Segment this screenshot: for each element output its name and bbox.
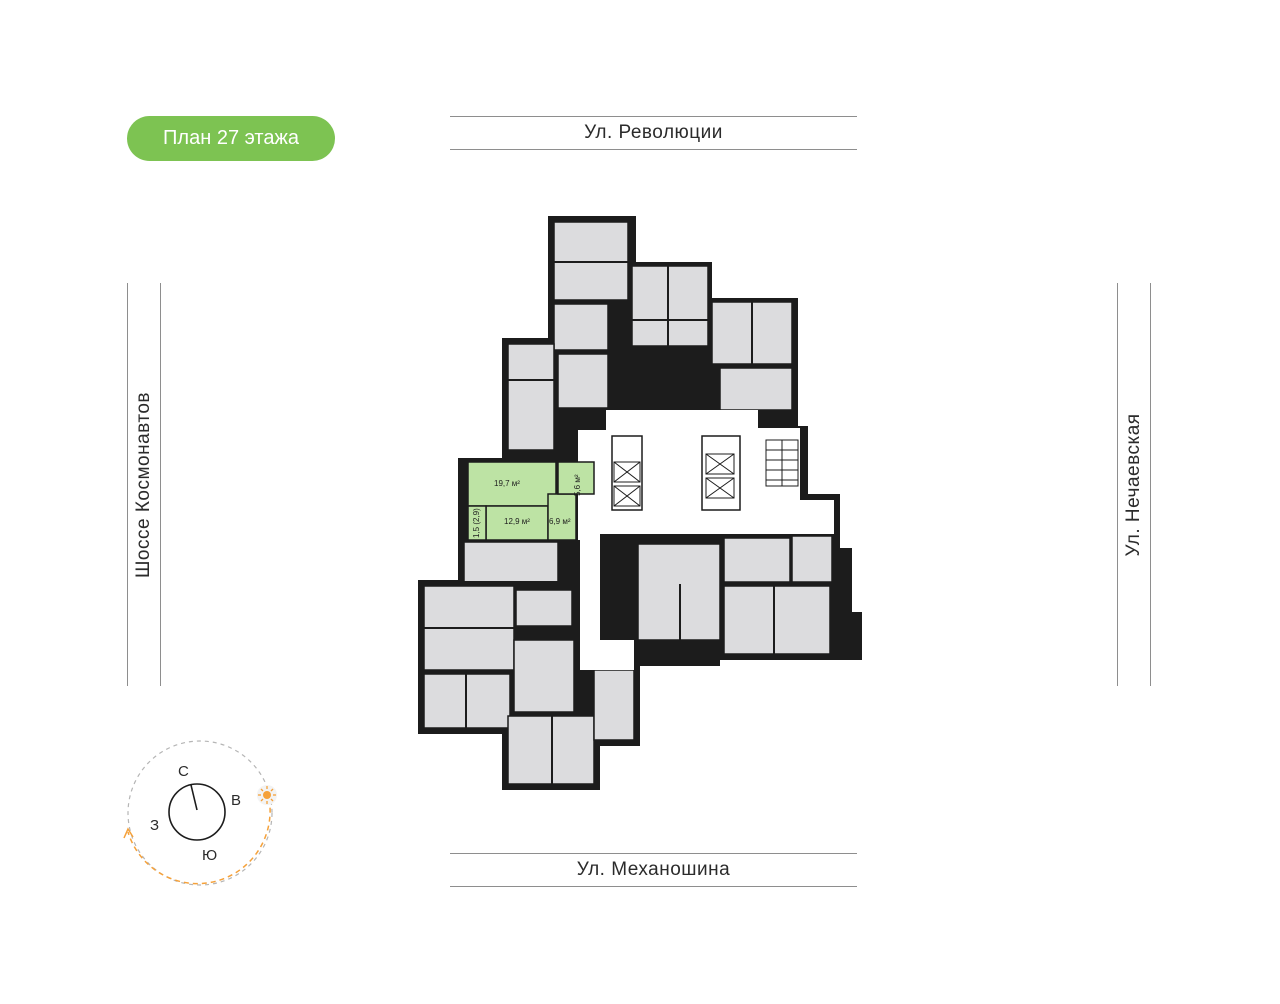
compass-east: В bbox=[231, 792, 241, 809]
apartment-east-3[interactable] bbox=[723, 585, 831, 655]
apartment-southwest-4[interactable] bbox=[515, 589, 573, 627]
room-bath[interactable] bbox=[557, 461, 595, 495]
sun-path-arrow bbox=[123, 827, 134, 839]
interior-walls bbox=[424, 261, 775, 784]
apartment-south-2[interactable] bbox=[513, 639, 575, 713]
street-bottom: Ул. Механошина bbox=[450, 853, 857, 887]
apartment-west-1[interactable] bbox=[507, 343, 555, 451]
floor-badge-label: План 27 этажа bbox=[163, 127, 299, 149]
apartment-north-2[interactable] bbox=[553, 303, 609, 351]
street-left: Шоссе Космонавтов bbox=[127, 283, 161, 686]
street-top: Ул. Революции bbox=[450, 116, 857, 150]
apartment-north-3[interactable] bbox=[631, 265, 709, 347]
street-right: Ул. Нечаевская bbox=[1117, 283, 1151, 686]
street-top-label: Ул. Революции bbox=[584, 122, 723, 143]
apartment-north-5[interactable] bbox=[719, 367, 793, 411]
compass-needle bbox=[190, 784, 198, 811]
sun-icon bbox=[257, 785, 277, 805]
compass-south: Ю bbox=[202, 847, 217, 864]
street-bottom-label: Ул. Механошина bbox=[576, 859, 731, 880]
compass: С В Ю З bbox=[123, 740, 277, 886]
apartment-west-2[interactable] bbox=[557, 353, 609, 409]
corridor bbox=[578, 410, 834, 670]
staircase-south bbox=[601, 571, 633, 637]
compass-north: С bbox=[178, 763, 189, 780]
compass-dial bbox=[168, 783, 226, 841]
compass-orbit bbox=[127, 740, 273, 886]
elevator-shafts bbox=[613, 453, 735, 507]
apartment-east-4[interactable] bbox=[791, 535, 833, 583]
room-label-bath: 5,6 м² bbox=[573, 474, 582, 496]
apartment-east-2[interactable] bbox=[723, 537, 791, 583]
room-label-bedroom: 12,9 м² bbox=[504, 517, 530, 526]
compass-west: З bbox=[150, 817, 159, 834]
apartment-southwest-1[interactable] bbox=[463, 541, 559, 583]
room-balcony[interactable] bbox=[467, 505, 487, 541]
staircase-east bbox=[765, 439, 799, 487]
apartment-south-3[interactable] bbox=[593, 669, 635, 741]
room-label-balcony: 1,5 (2,9) bbox=[472, 508, 481, 538]
room-label-living: 19,7 м² bbox=[494, 479, 520, 488]
highlighted-apartment[interactable]: 19,7 м² 12,9 м² 6,9 м² 5,6 м² 1,5 (2,9) bbox=[467, 461, 595, 541]
floor-badge: План 27 этажа bbox=[127, 116, 335, 161]
room-label-kitchen: 6,9 м² bbox=[549, 517, 571, 526]
